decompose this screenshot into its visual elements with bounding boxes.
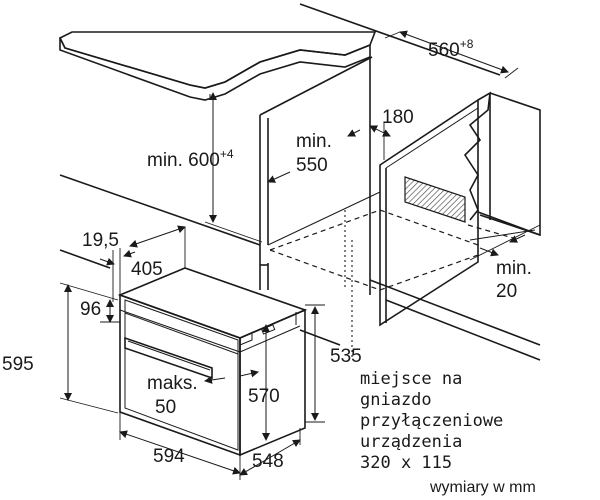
label-min-550-line2: 550 — [296, 155, 328, 176]
note-line: urządzenia — [360, 432, 462, 452]
label-min-20-line2: 20 — [496, 281, 517, 302]
oven — [117, 267, 308, 457]
units-caption: wymiary w mm — [429, 479, 536, 496]
label-96: 96 — [80, 299, 101, 320]
label-180: 180 — [382, 107, 414, 128]
note-line: 320 x 115 — [360, 453, 452, 473]
note-line: gniazdo — [360, 390, 432, 410]
label-min-550-line1: min. — [296, 131, 332, 152]
note-line: miejsce na — [360, 369, 462, 389]
socket-note: miejsce na gniazdo przyłączeniowe urządz… — [360, 369, 503, 473]
label-min-20-line1: min. — [496, 258, 532, 279]
worktop — [58, 31, 377, 101]
label-19-5: 19,5 — [82, 230, 119, 251]
label-405: 405 — [131, 259, 163, 280]
label-548: 548 — [252, 451, 284, 472]
label-min-600: min. 600+4 — [147, 147, 234, 171]
label-570: 570 — [248, 386, 280, 407]
label-maks-50-line2: 50 — [155, 397, 176, 418]
label-535: 535 — [330, 346, 362, 367]
cabinet-outline — [59, 3, 541, 361]
dimension-lines — [59, 30, 541, 480]
label-maks-50-line1: maks. — [147, 373, 198, 394]
socket-area — [404, 176, 466, 223]
note-line: przyłączeniowe — [360, 411, 503, 431]
label-594: 594 — [153, 446, 185, 467]
label-560: 560+8 — [428, 37, 474, 61]
oven-handle — [124, 336, 213, 380]
label-595: 595 — [2, 354, 34, 375]
dimension-labels: min. 600+4 min. 550 560+8 180 min. 20 19… — [2, 37, 532, 472]
